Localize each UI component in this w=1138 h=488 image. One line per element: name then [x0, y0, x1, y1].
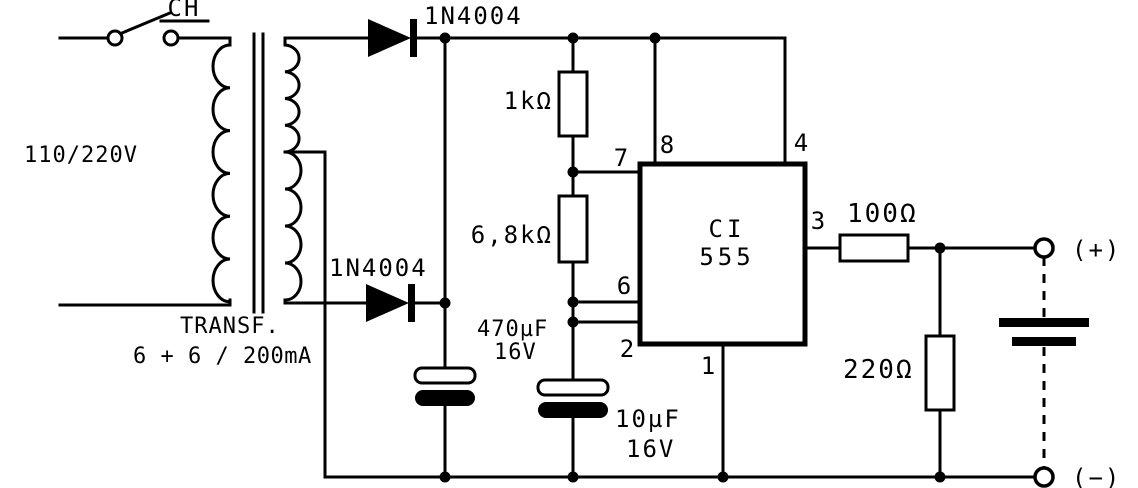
cap-plate-positive	[413, 366, 477, 385]
output-positive-label: (+)	[1072, 236, 1121, 264]
pin-1-label: 1	[701, 352, 715, 380]
junction-dot	[439, 297, 451, 309]
labels: CH 110/220V 1N4004 1N4004 TRANSF. 6 + 6 …	[24, 0, 1121, 488]
transformer-rating-label: 6 + 6 / 200mA	[133, 344, 312, 369]
terminal-positive	[1033, 237, 1055, 259]
ic-555-body	[637, 161, 808, 347]
secondary-winding-lower	[284, 150, 303, 302]
ic-number-label: 555	[699, 243, 754, 271]
wires	[58, 36, 1037, 479]
output-negative-label: (−)	[1072, 464, 1121, 488]
pin-7-label: 7	[614, 144, 628, 172]
cap-10uf-voltage-label: 16V	[626, 435, 675, 463]
resistor-220	[924, 334, 956, 412]
cap-470uf-value-label: 470µF	[477, 317, 548, 342]
switch-lever	[120, 11, 172, 35]
diode-triangle	[366, 284, 409, 322]
junction-dots	[439, 32, 946, 483]
battery-plate-short	[1012, 337, 1076, 346]
pin-6-label: 6	[617, 272, 631, 300]
resistor-6k8	[557, 194, 589, 264]
pin-4-label: 4	[794, 129, 808, 157]
switch-label: CH	[168, 0, 201, 22]
resistor-100	[838, 233, 910, 263]
pin-3-label: 3	[811, 207, 825, 235]
junction-dot	[567, 32, 579, 44]
resistor-220-label: 220Ω	[843, 355, 914, 385]
battery-symbol	[999, 257, 1089, 467]
cap-470uf-voltage-label: 16V	[494, 340, 537, 365]
resistor-1k-label: 1kΩ	[504, 87, 553, 115]
pin-8-label: 8	[660, 131, 674, 159]
primary-winding	[211, 43, 231, 304]
cap-10uf-value-label: 10µF	[615, 405, 681, 433]
ic-name-label: CI	[709, 215, 746, 243]
resistor-1k	[557, 70, 589, 138]
junction-dot	[649, 32, 661, 44]
mains-voltage-label: 110/220V	[24, 143, 138, 168]
transformer-name-label: TRANSF.	[180, 314, 280, 339]
junction-dot	[439, 32, 451, 44]
cap-plate-negative	[538, 402, 608, 418]
pin-2-label: 2	[620, 335, 634, 363]
transformer	[211, 32, 303, 314]
capacitor-470uf	[413, 366, 477, 406]
battery-plate-long	[999, 318, 1089, 327]
secondary-winding-upper	[284, 43, 301, 154]
resistor-100-label: 100Ω	[847, 199, 918, 229]
diode-cathode-bar	[408, 284, 415, 322]
switch-contact-left	[106, 29, 124, 47]
terminal-negative	[1033, 466, 1055, 488]
diode-top-label: 1N4004	[424, 2, 523, 30]
switch-contact-right	[162, 29, 180, 47]
diode-bottom-1n4004	[366, 284, 415, 322]
junction-dot	[567, 166, 579, 178]
power-switch	[106, 11, 210, 47]
junction-dot	[934, 471, 946, 483]
resistor-6k8-label: 6,8kΩ	[471, 221, 553, 249]
junction-dot	[567, 296, 579, 308]
junction-dot	[717, 471, 729, 483]
diode-cathode-bar	[410, 19, 417, 57]
diode-top-1n4004	[368, 19, 417, 57]
junction-dot	[934, 242, 946, 254]
cap-plate-negative	[415, 390, 475, 406]
diode-triangle	[368, 19, 411, 57]
cap-plate-positive	[536, 378, 610, 397]
diode-bottom-label: 1N4004	[329, 254, 428, 282]
junction-dot	[567, 316, 579, 328]
junction-dot	[567, 471, 579, 483]
capacitor-10uf	[536, 378, 610, 418]
junction-dot	[439, 471, 451, 483]
